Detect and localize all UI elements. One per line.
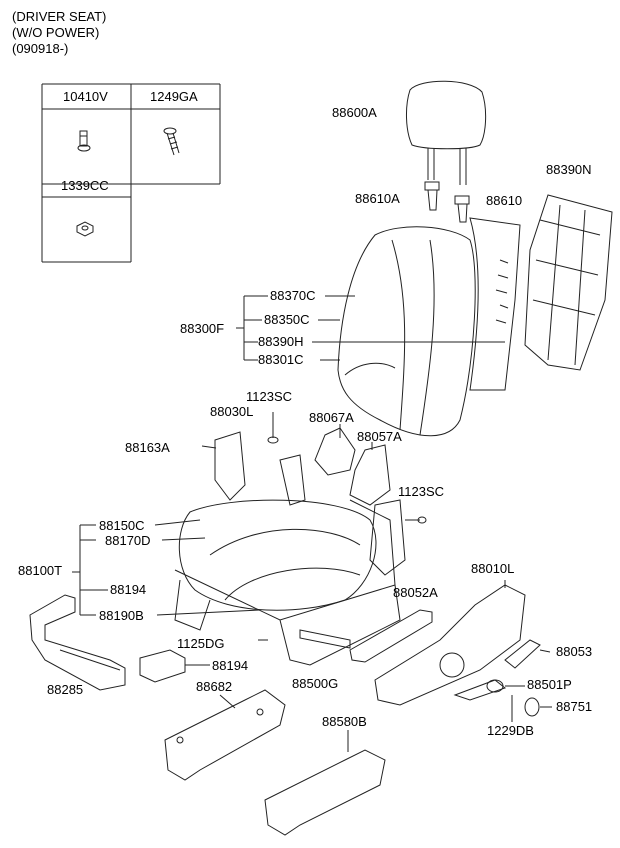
callout-88350c: 88350C [264, 312, 310, 327]
screw-1249ga-icon [163, 127, 180, 156]
header-driver-seat: (DRIVER SEAT) [12, 9, 107, 24]
callout-88052a: 88052A [393, 585, 438, 600]
callout-88580b: 88580B [322, 714, 367, 729]
trim-88053-shape [504, 639, 551, 669]
callout-1229db: 1229DB [487, 723, 534, 738]
callout-88163a: 88163A [125, 440, 170, 455]
cushion-leader-lines [72, 519, 261, 616]
lever-88501p-shape [453, 679, 525, 722]
bolt-10410v-icon [77, 130, 91, 152]
callout-88600a: 88600A [332, 105, 377, 120]
seat-back-board-shape [524, 194, 613, 371]
legend-1249ga: 1249GA [150, 89, 198, 104]
header-wo-power: (W/O POWER) [12, 25, 100, 40]
seat-back-pad-shape [469, 217, 521, 391]
recliner-cover-88010l-shape [374, 580, 526, 706]
callout-88057a: 88057A [357, 429, 402, 444]
callout-1123sc-right: 1123SC [398, 484, 445, 499]
callout-88301c: 88301C [258, 352, 304, 367]
legend-10410v: 10410V [63, 89, 108, 104]
seat-back-cushion-shape [337, 226, 476, 437]
callout-88285: 88285 [47, 682, 84, 697]
callout-88030l: 88030L [210, 404, 254, 419]
callout-88100t: 88100T [18, 563, 63, 578]
seat-frame-shape [174, 454, 427, 666]
seat-back-leader-lines [236, 295, 505, 361]
callout-88300f: 88300F [180, 321, 225, 336]
callout-1125dg: 1125DG [177, 636, 225, 651]
callout-88190b: 88190B [99, 608, 144, 623]
callout-88610: 88610 [486, 193, 523, 208]
callout-88067a: 88067A [309, 410, 354, 425]
callout-88370c: 88370C [270, 288, 316, 303]
side-cover-88682-shape [164, 689, 286, 781]
legend-1339cc: 1339CC [61, 178, 109, 193]
legend-table-grid [41, 83, 221, 263]
callout-88170d: 88170D [105, 533, 151, 548]
callout-88194-lower: 88194 [212, 658, 249, 673]
side-cover-88580b-shape [264, 730, 386, 836]
callout-88010l: 88010L [471, 561, 515, 576]
nut-1339cc-icon [76, 221, 94, 237]
callout-88053: 88053 [556, 644, 593, 659]
callout-88194-upper: 88194 [110, 582, 147, 597]
seat-cushion-shape [178, 499, 377, 611]
callout-88150c: 88150C [99, 518, 145, 533]
header-date-code: (090918-) [12, 41, 69, 56]
headrest-shape [406, 80, 487, 185]
callout-88500g: 88500G [292, 676, 339, 691]
callout-88390n: 88390N [546, 162, 592, 177]
callout-1123sc-top: 1123SC [246, 389, 293, 404]
headrest-guide-shapes [424, 181, 470, 223]
knob-88751-shape [524, 697, 552, 717]
callout-88390h: 88390H [258, 334, 304, 349]
callout-88610a: 88610A [355, 191, 400, 206]
seat-trim-parts-shape [201, 412, 391, 506]
side-trim-88285-shape [29, 594, 126, 691]
callout-88682: 88682 [196, 679, 233, 694]
trim-88052a-shape [349, 609, 433, 663]
callout-88751: 88751 [556, 699, 593, 714]
module-88194-shape [139, 649, 210, 683]
callout-88501p: 88501P [527, 677, 572, 692]
